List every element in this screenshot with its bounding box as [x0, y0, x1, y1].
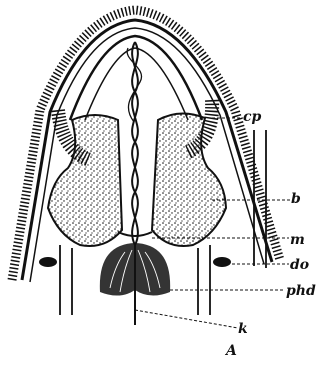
stippled-mass-left — [48, 115, 122, 246]
outer-body-wall — [22, 20, 272, 280]
duct-opening-left — [39, 257, 57, 267]
stippled-mass-right — [152, 113, 226, 246]
label-b: b — [291, 192, 301, 206]
label-k: k — [238, 322, 248, 336]
duct-opening-right — [213, 257, 231, 267]
label-do: do — [290, 258, 309, 272]
label-cp: cp — [243, 110, 261, 124]
label-phd: phd — [286, 284, 316, 298]
label-A: A — [226, 344, 237, 358]
label-m: m — [290, 233, 305, 247]
commissure — [118, 232, 152, 236]
central-canal — [127, 42, 141, 245]
